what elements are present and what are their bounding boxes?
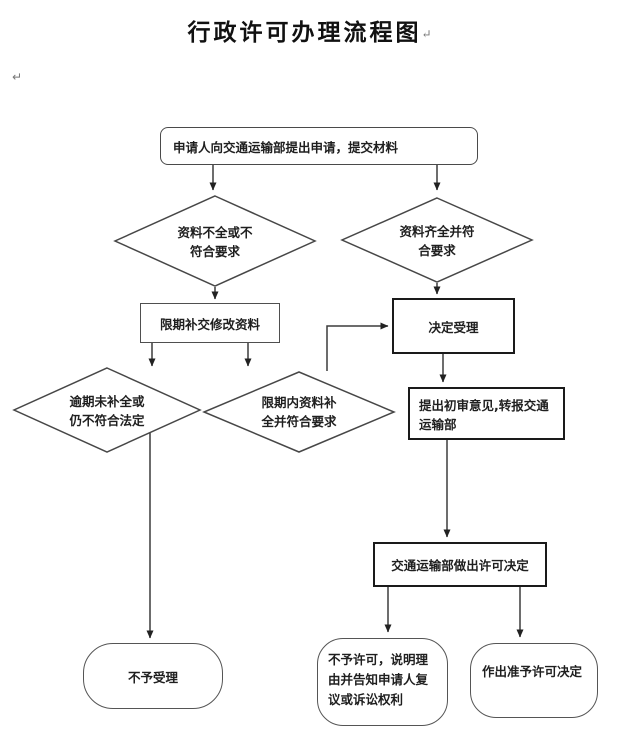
diamond-complete-label: 资料齐全并符 合要求 xyxy=(399,224,475,258)
stray-return-mark-icon: ↵ xyxy=(12,70,23,84)
node-review: 提出初审意见,转报交通 运输部 xyxy=(408,387,565,440)
page-title-text: 行政许可办理流程图 xyxy=(187,19,422,46)
node-start-label: 申请人向交通运输部提出申请，提交材料 xyxy=(173,139,399,155)
page-title: 行政许可办理流程图↵ xyxy=(0,13,619,47)
node-grant: 作出准予许可决定 xyxy=(470,643,598,718)
diamond-fixed-label: 限期内资料补 全并符合要求 xyxy=(261,395,337,429)
node-decision: 交通运输部做出许可决定 xyxy=(373,542,547,587)
node-supplement-label: 限期补交修改资料 xyxy=(159,316,260,332)
node-supplement: 限期补交修改资料 xyxy=(140,303,280,343)
return-mark-icon: ↵ xyxy=(421,27,432,41)
node-accept: 决定受理 xyxy=(392,298,515,354)
diamond-overdue-label: 逾期未补全或 仍不符合法定 xyxy=(69,394,145,428)
diamond-fixed-shape xyxy=(202,371,396,453)
node-decision-label: 交通运输部做出许可决定 xyxy=(391,558,529,573)
diamond-overdue-shape xyxy=(12,367,202,453)
node-grant-label: 作出准予许可决定 xyxy=(482,664,583,679)
node-not-accepted-label: 不予受理 xyxy=(127,669,178,685)
diamond-incomplete-label: 资料不全或不 符合要求 xyxy=(177,225,253,259)
node-accept-label: 决定受理 xyxy=(428,319,479,335)
node-not-accepted: 不予受理 xyxy=(83,643,223,709)
diamond-incomplete-shape xyxy=(113,195,317,287)
node-deny: 不予许可，说明理 由并告知申请人复 议或诉讼权利 xyxy=(317,638,448,726)
diamond-complete-shape xyxy=(340,197,534,283)
connector-fixed-to-accept xyxy=(326,322,389,371)
node-start: 申请人向交通运输部提出申请，提交材料 xyxy=(160,127,478,165)
